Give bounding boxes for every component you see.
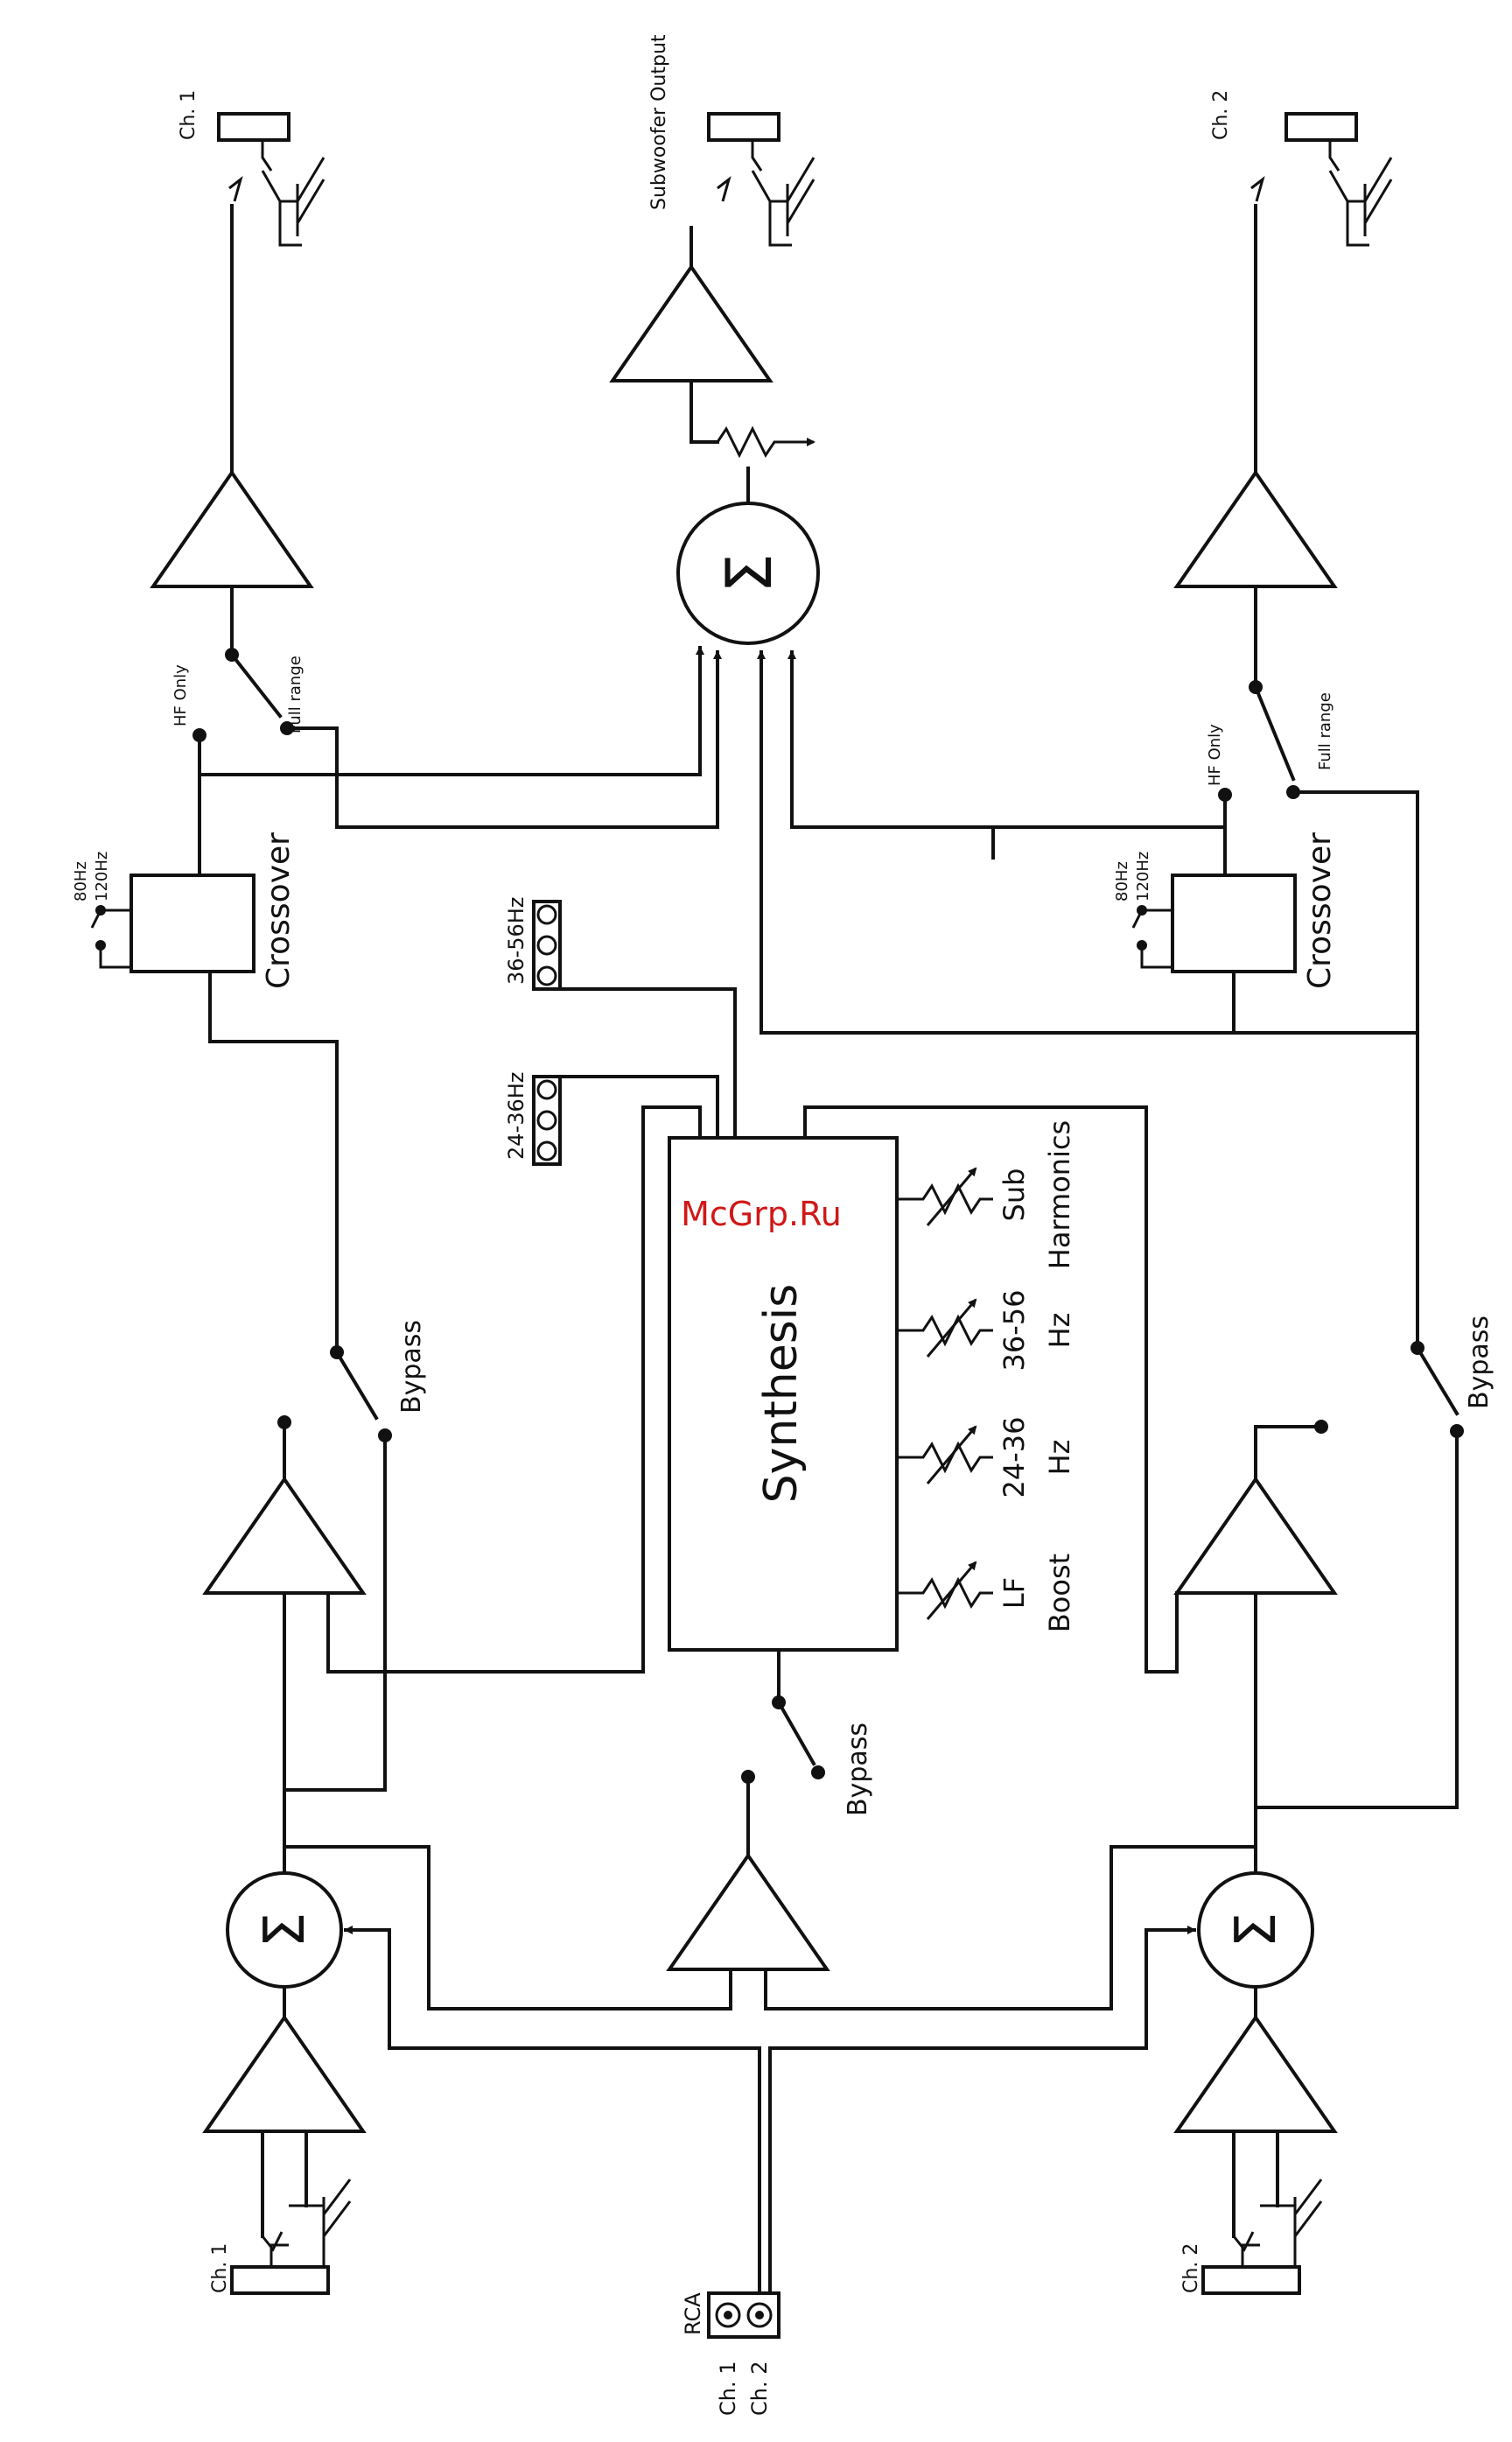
ch1-sigma: Σ: [253, 1912, 318, 1947]
knob-24-36-hz-label: Hz: [1043, 1440, 1076, 1476]
ch2-output-label: Ch. 2: [1210, 90, 1232, 140]
knob-lf-boost: [897, 1562, 993, 1619]
ch2-input-jack: [1203, 2131, 1321, 2293]
ch2-output-jack: [1251, 114, 1391, 245]
ch2-full-range-label: Full range: [1316, 692, 1334, 770]
ch1-gain-amp: [206, 1479, 363, 1593]
knob-24-36hz: [897, 1427, 993, 1484]
knob-sub-label: Sub: [998, 1168, 1031, 1222]
ch2-hf-only-label: HF Only: [1206, 724, 1224, 786]
ch1-hf-only-label: HF Only: [172, 664, 190, 726]
synthesis-label: Synthesis: [755, 1284, 808, 1504]
crossover-2-80hz: 80Hz: [1113, 861, 1131, 902]
knob-24-36-label: 24-36: [998, 1417, 1031, 1498]
rca-ch2-label: Ch. 2: [747, 2361, 772, 2417]
ch1-input-label: Ch. 1: [209, 2243, 231, 2293]
ch2-input-label: Ch. 2: [1180, 2243, 1202, 2293]
knob-36-56hz: [897, 1300, 993, 1357]
ch2-output-amp: [1177, 473, 1334, 586]
band-24-36-label: 24-36Hz: [504, 1072, 528, 1160]
knob-lf-label: LF: [998, 1577, 1031, 1609]
knob-harmonics-label: Harmonics: [1043, 1120, 1076, 1269]
watermark: McGrp.Ru: [681, 1195, 842, 1233]
ch2-gain-amp: [1177, 1479, 1334, 1593]
sub-output-label: Subwoofer Output: [648, 34, 670, 210]
ch1-bypass-label: Bypass: [396, 1320, 427, 1414]
sub-output-jack: [709, 114, 814, 245]
knob-sub-harmonics: [897, 1168, 993, 1225]
crossover-1-120hz: 120Hz: [93, 852, 111, 902]
knob-36-56-hz-label: Hz: [1043, 1313, 1076, 1349]
sub-sigma: Σ: [712, 553, 786, 593]
ch1-output-label: Ch. 1: [178, 90, 200, 140]
knob-boost-label: Boost: [1043, 1554, 1076, 1632]
ch1-output-jack: [219, 114, 324, 245]
crossover-2-120hz: 120Hz: [1134, 852, 1152, 902]
mono-mix-amp: [669, 1856, 827, 1969]
crossover-2-label: Crossover: [1302, 832, 1338, 989]
ch1-input-jack: [232, 2131, 350, 2293]
band-36-56-header: [534, 902, 560, 989]
ch2-sigma: Σ: [1224, 1912, 1289, 1947]
sub-output-amp: [612, 267, 770, 381]
rca-label: RCA: [681, 2292, 705, 2335]
crossover-1-80hz: 80Hz: [72, 861, 90, 902]
ch1-input-amp: [206, 2017, 363, 2131]
ch1-output-amp: [153, 473, 311, 586]
band-24-36-header: [534, 1077, 560, 1164]
crossover-1-label: Crossover: [261, 832, 297, 989]
crossover-2: [1133, 875, 1295, 972]
ch1-full-range-label: Full range: [286, 656, 304, 733]
ch2-bypass-label: Bypass: [1464, 1316, 1494, 1409]
band-36-56-label: 36-56Hz: [504, 897, 528, 985]
ch2-input-amp: [1177, 2017, 1334, 2131]
knob-36-56-label: 36-56: [998, 1290, 1031, 1372]
rca-ch1-label: Ch. 1: [716, 2361, 740, 2417]
crossover-1: [92, 775, 254, 972]
rca-input-jack: [709, 2293, 779, 2337]
synthesis-bypass-label: Bypass: [843, 1723, 873, 1816]
sub-level-pot: [718, 429, 814, 455]
